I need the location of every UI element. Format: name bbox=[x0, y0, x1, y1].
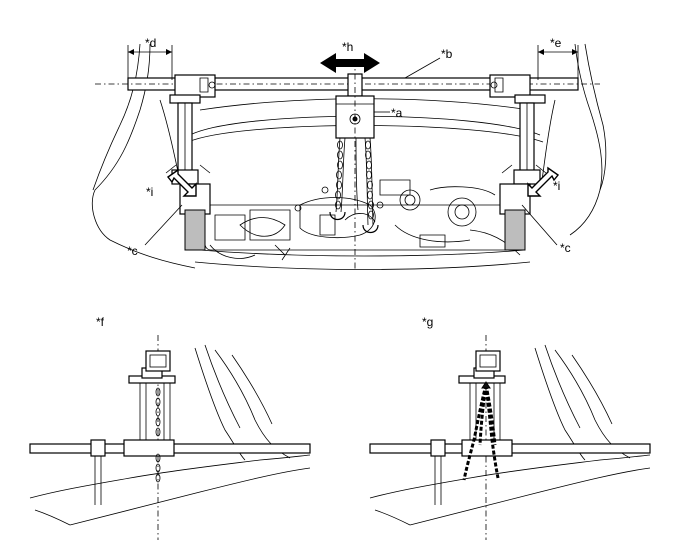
side-view-g: *g bbox=[369, 315, 651, 540]
side-view-f: *f bbox=[29, 315, 311, 540]
chain-f bbox=[155, 387, 161, 483]
left-support-leg bbox=[165, 74, 216, 251]
label-f: *f bbox=[96, 315, 105, 329]
label-a: *a bbox=[391, 106, 403, 120]
right-adjust-arrow bbox=[527, 166, 560, 197]
label-d: *d bbox=[145, 36, 156, 50]
left-adjust-arrow bbox=[166, 168, 197, 197]
horizontal-slide-arrow bbox=[320, 53, 380, 73]
label-c-right: *c bbox=[560, 241, 571, 255]
leader-lines-top bbox=[144, 57, 558, 246]
dimension-e bbox=[537, 45, 579, 80]
lifting-chains bbox=[329, 137, 379, 234]
right-support-leg bbox=[489, 74, 547, 251]
label-g: *g bbox=[422, 315, 433, 329]
label-c-left: *c bbox=[127, 244, 138, 258]
top-view: *a *b *c *c *d *e *h *i *i bbox=[91, 36, 607, 270]
label-b: *b bbox=[441, 47, 453, 61]
engine-compartment bbox=[204, 179, 526, 261]
chain-hook-block bbox=[335, 60, 375, 270]
label-e: *e bbox=[550, 36, 562, 50]
label-i-left: *i bbox=[146, 185, 153, 199]
label-i-right: *i bbox=[553, 179, 560, 193]
label-h: *h bbox=[342, 40, 353, 54]
chain-g bbox=[462, 381, 500, 481]
dimension-d bbox=[127, 45, 173, 80]
